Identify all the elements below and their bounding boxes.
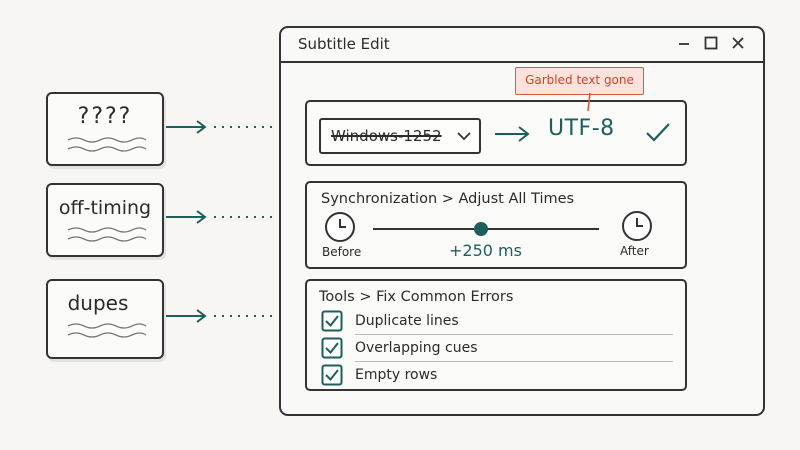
clock-before-icon <box>325 212 355 242</box>
fix-item-label: Empty rows <box>355 367 438 383</box>
encoding-panel: Windows-1252 UTF-8 <box>305 100 687 166</box>
before-label: Before <box>322 245 362 259</box>
fix-item-row[interactable]: Overlapping cues <box>321 336 673 362</box>
problem-card-timing: off-timing <box>46 183 164 257</box>
minimize-icon[interactable] <box>673 32 695 54</box>
checkbox-checked-icon[interactable] <box>321 364 343 386</box>
encoding-from-value: Windows-1252 <box>331 127 442 145</box>
close-icon[interactable] <box>727 32 749 54</box>
tools-menu-path: Tools > Fix Common Errors <box>319 289 514 305</box>
connector-arrow-dupes <box>166 309 272 323</box>
problem-label: ???? <box>77 104 133 129</box>
title-bar: Subtitle Edit <box>281 28 763 63</box>
after-label: After <box>620 244 649 258</box>
window-title: Subtitle Edit <box>298 35 390 53</box>
checkmark-icon <box>646 123 670 142</box>
sync-menu-path: Synchronization > Adjust All Times <box>321 191 575 207</box>
clock-after-icon <box>622 211 652 241</box>
sync-panel: Synchronization > Adjust All Times Befor… <box>305 181 687 269</box>
fix-item-label: Duplicate lines <box>355 313 459 329</box>
checkbox-checked-icon[interactable] <box>321 310 343 332</box>
encoding-to-value: UTF-8 <box>548 116 615 141</box>
offset-slider[interactable] <box>371 219 601 239</box>
app-window: Subtitle Edit Windows-1252 UTF-8 Synchro… <box>279 26 765 416</box>
checkbox-checked-icon[interactable] <box>321 337 343 359</box>
scribble-lines <box>67 227 147 242</box>
maximize-icon[interactable] <box>700 32 722 54</box>
offset-value: +250 ms <box>449 241 522 260</box>
problem-card-encoding: ???? <box>46 92 164 166</box>
problem-label: dupes <box>67 291 129 315</box>
connector-arrow-timing <box>166 210 272 224</box>
arrow-right-icon <box>495 126 530 142</box>
slider-handle <box>474 222 488 236</box>
fix-item-row[interactable]: Duplicate lines <box>321 309 673 335</box>
fix-item-row[interactable]: Empty rows <box>321 363 673 389</box>
tools-panel: Tools > Fix Common Errors Duplicate line… <box>305 279 687 391</box>
scribble-lines <box>67 323 147 338</box>
callout-pointer <box>587 93 591 112</box>
row-divider <box>355 361 673 362</box>
callout-note: Garbled text gone <box>515 67 644 95</box>
fix-item-label: Overlapping cues <box>355 340 478 356</box>
problem-label: off-timing <box>58 197 152 219</box>
row-divider <box>355 334 673 335</box>
problem-card-dupes: dupes <box>46 279 164 359</box>
encoding-dropdown[interactable]: Windows-1252 <box>319 118 481 154</box>
connector-arrow-encoding <box>166 120 272 134</box>
scribble-lines <box>67 137 147 152</box>
chevron-down-icon <box>457 132 471 141</box>
